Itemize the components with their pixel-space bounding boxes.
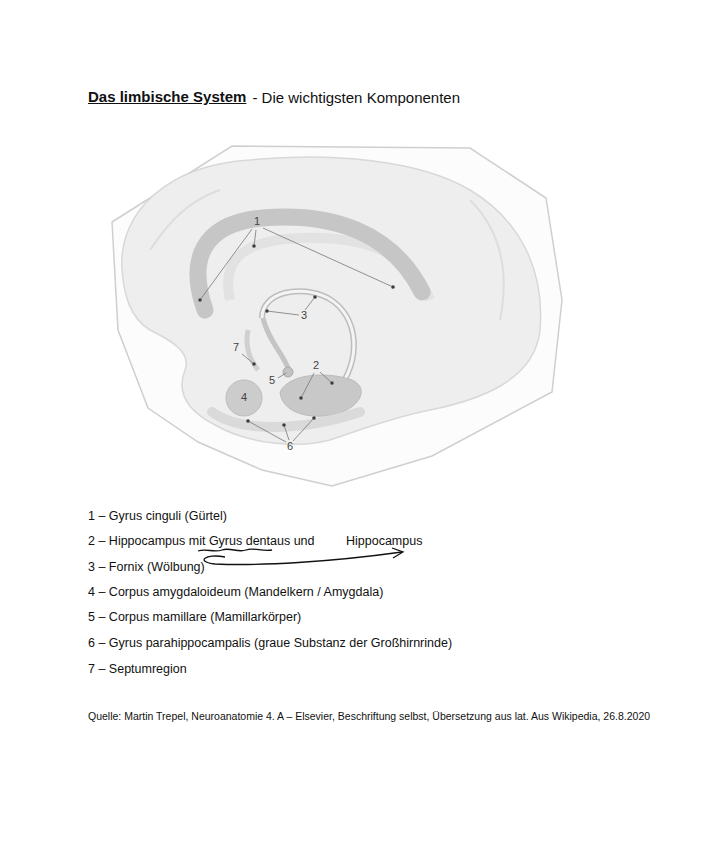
legend-line: 6 – Gyrus parahippocampalis (graue Subst… <box>88 636 452 651</box>
fornix-column <box>263 318 288 368</box>
legend-line: 7 – Septumregion <box>88 662 187 677</box>
legend-line: 3 – Fornix (Wölbung) <box>88 560 205 575</box>
callout-number: 3 <box>300 309 308 322</box>
gyrus-cinguli <box>198 217 422 310</box>
amygdala <box>226 380 262 416</box>
caption: Quelle: Martin Trepel, Neuroanatomie 4. … <box>88 710 650 723</box>
callout-number: 7 <box>232 341 240 354</box>
legend-line: Hippocampus <box>346 534 422 549</box>
callout-number: 2 <box>312 359 320 372</box>
callout-number: 5 <box>268 374 276 387</box>
legend-line: 1 – Gyrus cinguli (Gürtel) <box>88 509 227 524</box>
callout-number: 1 <box>253 215 261 228</box>
legend-line: 5 – Corpus mamillare (Mamillarkörper) <box>88 610 301 625</box>
hemisphere-outline <box>122 157 541 444</box>
handwritten-arrow <box>198 548 403 565</box>
subtitle: - Die wichtigsten Komponenten <box>252 89 460 107</box>
legend-line: 2 – Hippocampus mit Gyrus dentaus und <box>88 534 315 549</box>
title: Das limbische System <box>88 88 246 106</box>
septum <box>247 330 258 370</box>
gyrus-parahippocampalis <box>212 412 360 427</box>
legend-line: 4 – Corpus amygdaloideum (Mandelkern / A… <box>88 585 383 600</box>
hippocampus <box>280 375 361 416</box>
paper-outline <box>112 146 562 486</box>
corpus-mamillare <box>283 367 293 377</box>
leader-lines <box>198 228 394 442</box>
callout-number: 6 <box>286 440 294 453</box>
callout-number: 4 <box>240 391 248 404</box>
